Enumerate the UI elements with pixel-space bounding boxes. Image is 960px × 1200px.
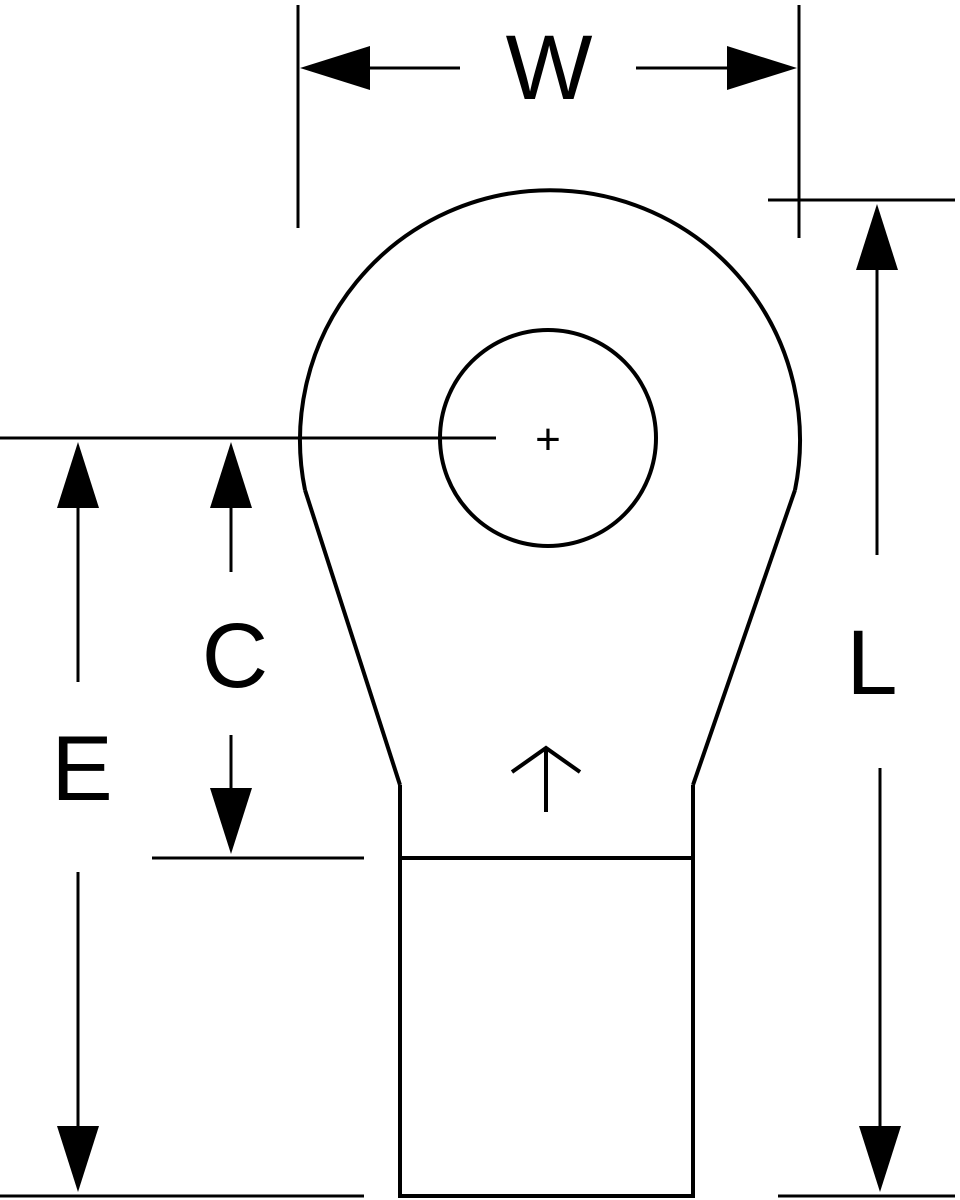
w-arrow-left <box>300 46 370 90</box>
direction-arrow-icon <box>510 745 582 812</box>
e-label: E <box>51 718 112 820</box>
dimension-e: E <box>0 442 364 1198</box>
c-arrow-top <box>210 442 252 508</box>
l-arrow-bottom <box>859 1126 901 1192</box>
right-taper-edge <box>691 489 797 786</box>
w-arrow-right <box>727 46 797 90</box>
left-taper-edge <box>303 489 402 786</box>
e-arrow-bottom <box>57 1126 99 1192</box>
l-arrow-top <box>856 204 898 270</box>
terminal-outline <box>298 188 802 1198</box>
dimension-c: C <box>152 442 364 860</box>
center-mark: + <box>535 415 561 464</box>
ring-head-outline <box>298 188 802 491</box>
dimension-l: L <box>768 198 955 1198</box>
l-label: L <box>846 612 897 714</box>
c-arrow-bottom <box>210 788 252 854</box>
e-arrow-top <box>57 442 99 508</box>
c-label: C <box>202 605 268 707</box>
w-label: W <box>506 17 593 119</box>
dimension-w: W <box>296 5 801 238</box>
